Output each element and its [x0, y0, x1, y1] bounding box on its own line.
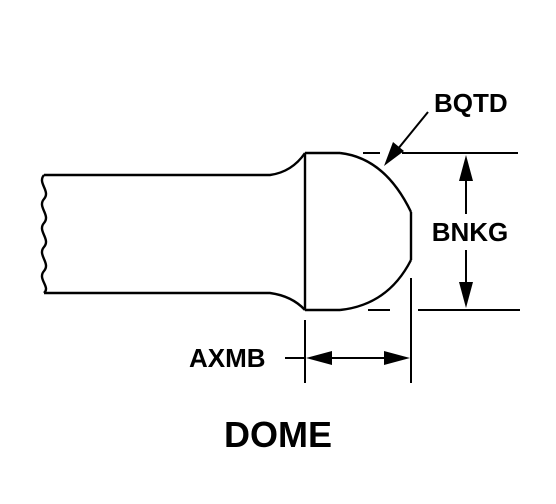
radius-callout: BQTD	[384, 88, 508, 166]
diameter-dimension: BNKG	[432, 155, 509, 308]
shank	[40, 152, 306, 311]
diameter-label: BNKG	[432, 217, 509, 247]
length-label: AXMB	[189, 343, 266, 373]
diameter-arrow-up	[459, 155, 473, 181]
dome-arc-top	[339, 151, 413, 213]
length-dimension: AXMB	[189, 343, 410, 373]
dome-head	[303, 151, 413, 312]
diameter-arrow-down	[459, 282, 473, 308]
length-arrow-right	[384, 351, 410, 365]
shank-bottom-edge	[44, 291, 306, 311]
radius-arrow	[384, 142, 404, 166]
extension-lines	[304, 152, 520, 383]
diagram-title: DOME	[224, 414, 332, 455]
radius-label: BQTD	[434, 88, 508, 118]
length-arrow-left	[306, 351, 332, 365]
shank-top-edge	[44, 152, 306, 177]
dome-arc-bottom	[339, 259, 413, 312]
break-line	[40, 174, 48, 294]
